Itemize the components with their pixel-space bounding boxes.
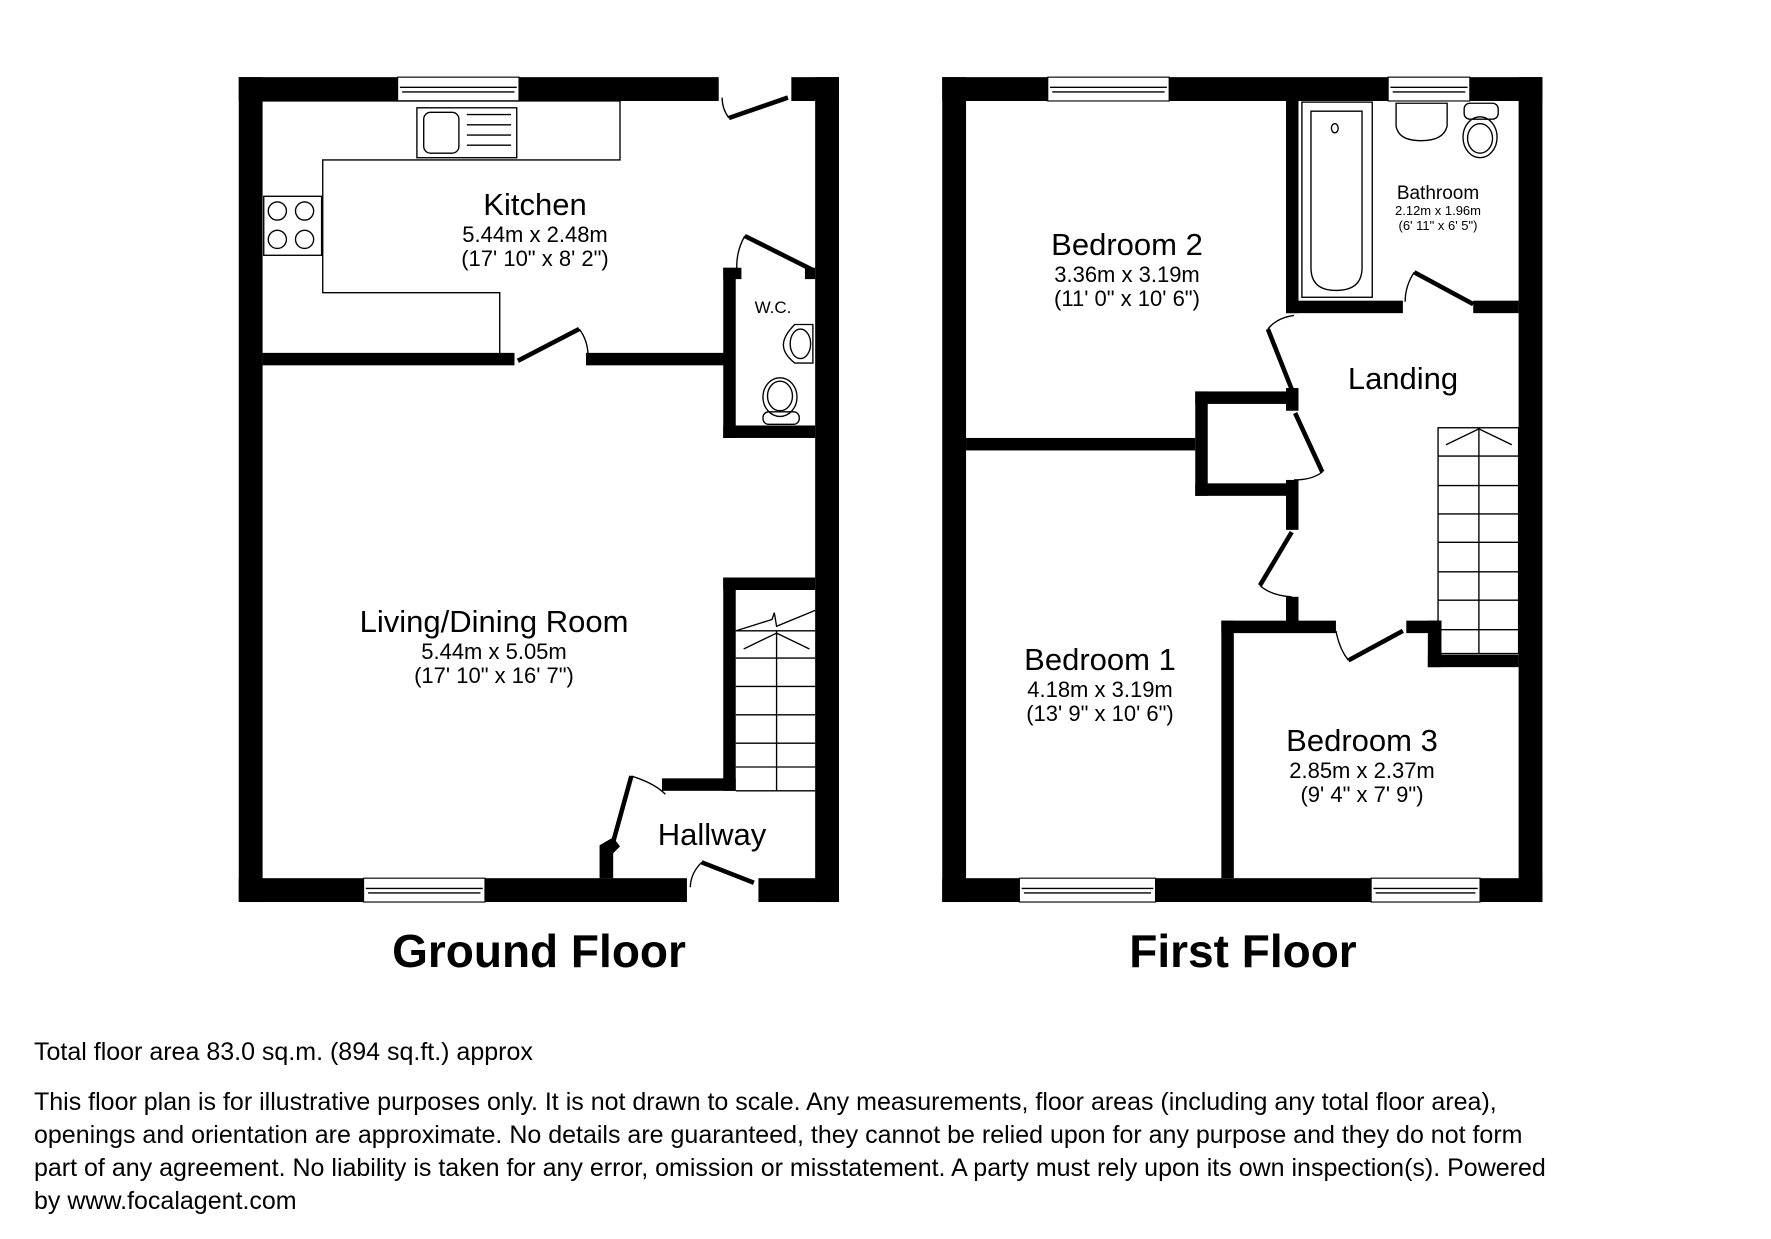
disclaimer-line: part of any agreement. No liability is t… <box>34 1154 1546 1182</box>
disclaimer: This floor plan is for illustrative purp… <box>34 1086 1754 1218</box>
room-dimensions-imperial: (11' 0" x 10' 6") <box>1054 286 1200 312</box>
room-dimensions-metric: 5.44m x 2.48m <box>462 221 608 247</box>
room-name: Bathroom <box>1396 183 1480 204</box>
window-icon <box>397 76 520 102</box>
staircase-icon <box>1437 427 1520 655</box>
disclaimer-line: openings and orientation are approximate… <box>34 1121 1523 1149</box>
window-icon <box>1018 877 1157 903</box>
window-icon <box>1047 76 1170 102</box>
room-name: Hallway <box>657 817 767 852</box>
room-dimensions-imperial: (17' 10" x 16' 7") <box>414 663 574 689</box>
disclaimer-line: This floor plan is for illustrative purp… <box>34 1088 1497 1116</box>
room-label-bathroom: Bathroom 2.12m x 1.96m (6' 11" x 6' 5") <box>1395 183 1481 233</box>
room-label-living-dining: Living/Dining Room 5.44m x 5.05m (17' 10… <box>359 604 629 689</box>
room-name: Bedroom 1 <box>1024 642 1176 677</box>
room-label-kitchen: Kitchen 5.44m x 2.48m (17' 10" x 8' 2") <box>461 187 609 272</box>
toilet-icon <box>762 377 800 426</box>
floor-title-ground: Ground Floor <box>392 925 686 977</box>
ground-floor-plan <box>238 74 839 905</box>
room-label-bedroom-2: Bedroom 2 3.36m x 3.19m (11' 0" x 10' 6"… <box>1051 227 1203 312</box>
total-floor-area: Total floor area 83.0 sq.m. (894 sq.ft.)… <box>34 1038 533 1066</box>
room-dimensions-imperial: (17' 10" x 8' 2") <box>461 246 609 272</box>
room-dimensions-metric: 2.85m x 2.37m <box>1289 757 1435 783</box>
room-dimensions-metric: 3.36m x 3.19m <box>1054 261 1200 287</box>
floor-title-first: First Floor <box>1129 925 1357 977</box>
disclaimer-line: by www.focalagent.com <box>34 1187 297 1215</box>
room-dimensions-imperial: (13' 9" x 10' 6") <box>1026 701 1174 727</box>
room-label-bedroom-1: Bedroom 1 4.18m x 3.19m (13' 9" x 10' 6"… <box>1024 642 1176 727</box>
bathtub-icon <box>1301 101 1373 298</box>
room-name: Bedroom 2 <box>1051 227 1203 262</box>
hob-icon <box>263 195 323 256</box>
toilet-icon <box>1462 102 1499 159</box>
window-icon <box>1370 877 1481 903</box>
wc-basin-icon <box>782 323 814 364</box>
room-label-bedroom-3: Bedroom 3 2.85m x 2.37m (9' 4" x 7' 9") <box>1286 723 1438 808</box>
window-icon <box>1387 76 1471 102</box>
room-name: Landing <box>1347 361 1459 396</box>
staircase-icon <box>735 609 816 792</box>
room-dimensions-imperial: (6' 11" x 6' 5") <box>1398 217 1478 233</box>
room-label-hallway: Hallway <box>657 817 767 853</box>
window-icon <box>363 877 486 903</box>
room-name: Bedroom 3 <box>1286 723 1438 758</box>
sink-icon <box>416 107 518 159</box>
basin-icon <box>1395 102 1448 142</box>
room-dimensions-imperial: (9' 4" x 7' 9") <box>1300 782 1424 808</box>
room-label-landing: Landing <box>1347 361 1459 397</box>
room-name: Kitchen <box>483 187 587 222</box>
room-dimensions-metric: 2.12m x 1.96m <box>1395 203 1481 219</box>
first-floor-plan <box>942 76 1543 903</box>
room-dimensions-metric: 4.18m x 3.19m <box>1027 676 1173 702</box>
room-name: Living/Dining Room <box>359 604 629 639</box>
room-name: W.C. <box>754 298 792 317</box>
room-label-wc: W.C. <box>755 298 792 317</box>
room-dimensions-metric: 5.44m x 5.05m <box>421 638 567 664</box>
